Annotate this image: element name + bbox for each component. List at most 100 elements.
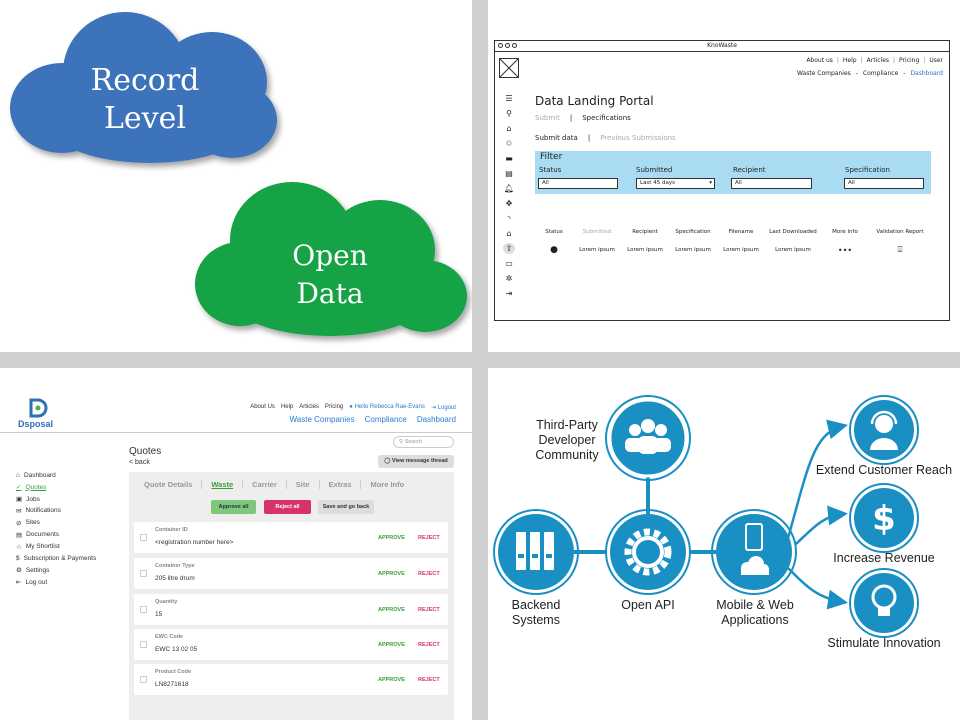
reject-button[interactable]: REJECT: [418, 571, 440, 577]
nav-articles[interactable]: Articles: [866, 57, 890, 64]
tab-submit[interactable]: Submit: [535, 114, 560, 122]
sidebar-item-jobs[interactable]: ▣Jobs: [16, 495, 96, 504]
folder-icon[interactable]: ▬: [505, 154, 513, 163]
nav-waste-companies[interactable]: Waste Companies: [796, 70, 851, 77]
upload-icon[interactable]: ⇧: [503, 243, 515, 254]
open-word: Open: [292, 239, 368, 272]
row-checkbox[interactable]: [140, 570, 147, 577]
sidebar-item-sites[interactable]: ⊘Sites: [16, 519, 96, 528]
nav-articles[interactable]: Articles: [299, 404, 319, 410]
gear-icon[interactable]: ✲: [505, 274, 513, 283]
recipient-select[interactable]: All: [731, 178, 812, 189]
check-icon: ✓: [16, 484, 22, 492]
cell-last-downloaded: Lorem ipsum: [775, 247, 811, 253]
sidebar-item-subscription[interactable]: $Subscription & Payments: [16, 554, 96, 563]
tab-submit-data[interactable]: Submit data: [535, 134, 578, 142]
sidebar-item-documents[interactable]: ▤Documents: [16, 530, 96, 539]
search-input[interactable]: ⚲ Search: [393, 436, 454, 448]
nav-pricing[interactable]: Pricing: [899, 57, 920, 64]
nav-pricing[interactable]: Pricing: [324, 404, 344, 410]
approve-button[interactable]: APPROVE: [378, 677, 405, 683]
box-icon[interactable]: ⌂: [506, 229, 512, 238]
document-icon: ▤: [16, 531, 23, 539]
sub-nav: Waste Companies- Compliance- Dashboard: [796, 70, 943, 77]
tab-specifications[interactable]: Specifications: [582, 114, 631, 122]
row-checkbox[interactable]: [140, 534, 147, 541]
user-greeting[interactable]: ● Hello Rebecca Rae-Evans: [349, 404, 425, 411]
nav-waste-companies[interactable]: Waste Companies: [289, 415, 355, 424]
field-card-product-code: Product Code LN8271618 APPROVE REJECT: [134, 664, 448, 695]
submitted-label: Submitted: [636, 166, 673, 174]
row-checkbox[interactable]: [140, 676, 147, 683]
tab-previous-submissions[interactable]: Previous Submissions: [600, 134, 676, 142]
nav-help[interactable]: Help: [842, 57, 857, 64]
window-controls[interactable]: [498, 43, 517, 48]
rss-icon[interactable]: ◝: [507, 214, 511, 223]
approve-button[interactable]: APPROVE: [378, 642, 405, 648]
col-filename: Filename: [728, 229, 754, 235]
tab-more-info[interactable]: More Info: [370, 480, 405, 489]
row-checkbox[interactable]: [140, 641, 147, 648]
gear-icon: [624, 528, 672, 576]
nav-help[interactable]: Help: [280, 404, 294, 410]
move-icon[interactable]: ✥: [505, 199, 513, 208]
reject-button[interactable]: REJECT: [418, 677, 440, 683]
row-checkbox[interactable]: [140, 606, 147, 613]
logout-link[interactable]: ⇥ Logout: [431, 404, 456, 411]
sidebar-item-dashboard[interactable]: ⌂Dashboard: [16, 471, 96, 480]
approve-button[interactable]: APPROVE: [378, 607, 405, 613]
nav-user[interactable]: User: [929, 57, 943, 64]
headset-icon: [870, 410, 898, 450]
back-link[interactable]: < back: [129, 459, 150, 466]
home-icon: ⌂: [16, 471, 20, 479]
nav-about[interactable]: About us: [806, 57, 833, 64]
submitted-select[interactable]: Last 45 days▾: [636, 178, 715, 189]
sidebar-item-notifications[interactable]: ✉Notifications: [16, 507, 96, 516]
clouds-panel: Record Level Open Data: [0, 0, 472, 352]
search-icon[interactable]: ⚲: [506, 109, 512, 118]
reject-button[interactable]: REJECT: [418, 535, 440, 541]
search-icon: ⚲: [399, 439, 404, 445]
nav-dashboard[interactable]: Dashboard: [910, 70, 943, 77]
card-icon[interactable]: ▭: [505, 259, 513, 268]
submissions-table: Status Submitted Recipient Specification…: [535, 223, 935, 259]
save-and-go-back-button[interactable]: Save and go back: [318, 500, 374, 514]
menu-icon[interactable]: ☰: [505, 94, 513, 103]
cell-recipient: Lorem ipsum: [627, 247, 663, 253]
sub-nav: Waste Companies Compliance Dashboard: [290, 415, 456, 424]
data-word: Data: [296, 277, 364, 310]
reject-all-button[interactable]: Reject all: [264, 500, 311, 514]
home-icon[interactable]: ⌂: [506, 124, 512, 133]
table-row[interactable]: ● Lorem ipsum Lorem ipsum Lorem ipsum Lo…: [535, 241, 935, 259]
nav-about-us[interactable]: About Us: [250, 404, 275, 410]
approve-button[interactable]: APPROVE: [378, 571, 405, 577]
nav-compliance[interactable]: Compliance: [364, 415, 407, 424]
sidebar-item-log-out[interactable]: ⇤Log out: [16, 578, 96, 587]
view-message-thread-button[interactable]: ◯ View message thread: [378, 455, 454, 468]
status-select[interactable]: All: [538, 178, 618, 189]
bell-icon[interactable]: 🔔︎: [503, 184, 515, 193]
tab-site[interactable]: Site: [287, 480, 320, 489]
tab-carrier[interactable]: Carrier: [243, 480, 287, 489]
sidebar-item-settings[interactable]: ⚙Settings: [16, 566, 96, 575]
dsposal-logo[interactable]: Dsposal: [18, 398, 54, 429]
tab-quote-details[interactable]: Quote Details: [135, 480, 203, 489]
nav-dashboard[interactable]: Dashboard: [416, 415, 456, 424]
quote-panel: Quote Details Waste Carrier Site Extras …: [129, 472, 454, 720]
reject-button[interactable]: REJECT: [418, 607, 440, 613]
reject-button[interactable]: REJECT: [418, 642, 440, 648]
recycle-icon[interactable]: ♲: [505, 139, 513, 148]
document-icon[interactable]: ▤: [505, 169, 513, 178]
approve-all-button[interactable]: Approve all: [211, 500, 256, 514]
col-status: Status: [545, 229, 563, 235]
more-info-button[interactable]: •••: [837, 245, 853, 255]
tab-waste[interactable]: Waste: [202, 480, 244, 489]
logout-icon[interactable]: ⇥: [505, 289, 513, 298]
approve-button[interactable]: APPROVE: [378, 535, 405, 541]
sidebar-item-quotes[interactable]: ✓Quotes: [16, 483, 96, 492]
tab-extras[interactable]: Extras: [320, 480, 362, 489]
sidebar-item-my-shortlist[interactable]: ☆My Shortlist: [16, 542, 96, 551]
nav-compliance[interactable]: Compliance: [862, 70, 899, 77]
specification-select[interactable]: All: [844, 178, 924, 189]
download-icon[interactable]: ⍗: [897, 245, 903, 254]
